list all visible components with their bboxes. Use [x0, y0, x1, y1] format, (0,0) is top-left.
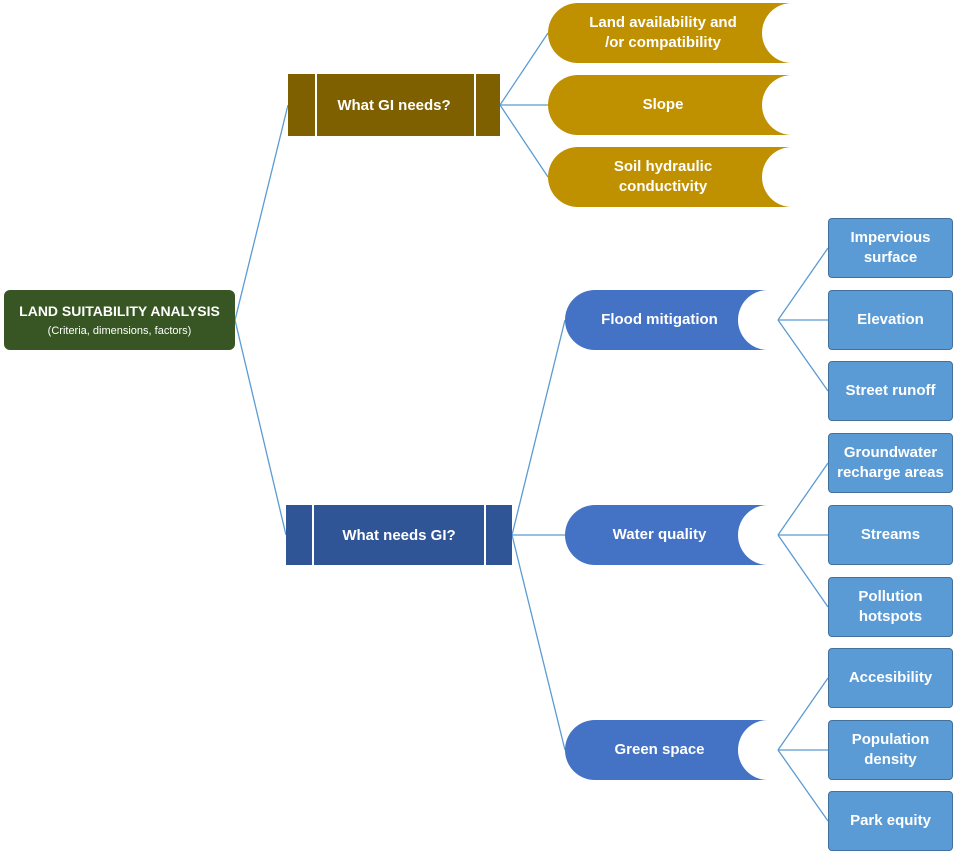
connector	[777, 749, 829, 822]
pill-shape	[565, 505, 768, 565]
factor-pollution-hotspots: Pollution hotspots	[828, 577, 953, 637]
factor-population-density: Population density	[828, 720, 953, 780]
pill-shape	[548, 75, 792, 135]
factor-park-equity: Park equity	[828, 791, 953, 851]
factor-label: Park equity	[850, 812, 931, 829]
connector	[511, 319, 566, 536]
connector	[777, 534, 829, 608]
branch-what-gi-needs: What GI needs?	[288, 74, 500, 136]
connector	[234, 319, 287, 536]
root-title: LAND SUITABILITY ANALYSIS	[19, 303, 220, 319]
criterion-label: Land availability and /or compatibility	[589, 14, 737, 51]
branch-label: What needs GI?	[342, 526, 456, 544]
branch-what-needs-gi: What needs GI?	[286, 505, 512, 565]
process-bar-left	[312, 505, 314, 565]
criterion-water-quality: Water quality	[565, 505, 768, 565]
pill-shape	[565, 290, 768, 350]
factor-label: Street runoff	[845, 382, 936, 399]
pill-shape	[565, 720, 768, 780]
process-bar-right	[474, 74, 476, 136]
process-bar-right	[484, 505, 486, 565]
pill-shape	[548, 147, 792, 207]
factor-label: Streams	[860, 526, 921, 543]
connector	[777, 462, 829, 536]
factor-elevation: Elevation	[828, 290, 953, 350]
criterion-land-availability: Land availability and /or compatibility	[548, 3, 792, 63]
factor-label: Pollution hotspots	[858, 588, 923, 625]
process-bar-left	[315, 74, 317, 136]
root-subtitle: (Criteria, dimensions, factors)	[47, 325, 192, 337]
criterion-slope: Slope	[548, 75, 792, 135]
pill-shape	[548, 3, 792, 63]
root-node: LAND SUITABILITY ANALYSIS (Criteria, dim…	[4, 290, 235, 350]
connector	[234, 104, 289, 321]
criterion-label: Green space	[614, 741, 705, 758]
factor-groundwater-recharge-areas: Groundwater recharge areas	[828, 433, 953, 493]
factor-label: Population density	[851, 731, 930, 768]
factor-label: Impervious surface	[850, 229, 931, 266]
criterion-label: Water quality	[612, 526, 707, 543]
factor-streams: Streams	[828, 505, 953, 565]
connector	[499, 104, 549, 178]
branch-label: What GI needs?	[337, 96, 451, 114]
connector	[777, 247, 829, 321]
factor-impervious-surface: Impervious surface	[828, 218, 953, 278]
criterion-label: Soil hydraulic conductivity	[613, 158, 713, 195]
connector	[511, 534, 566, 751]
factor-label: Accesibility	[848, 669, 933, 686]
factor-label: Groundwater recharge areas	[837, 444, 944, 481]
criterion-flood-mitigation: Flood mitigation	[565, 290, 768, 350]
criterion-label: Flood mitigation	[601, 311, 718, 328]
connector	[777, 677, 829, 751]
criterion-green-space: Green space	[565, 720, 768, 780]
criterion-soil-hydraulic-conductivity: Soil hydraulic conductivity	[548, 147, 792, 207]
connector	[777, 319, 829, 392]
factor-label: Elevation	[857, 311, 924, 328]
connector	[499, 32, 549, 106]
factor-accesibility: Accesibility	[828, 648, 953, 708]
criterion-label: Slope	[642, 96, 684, 113]
factor-street-runoff: Street runoff	[828, 361, 953, 421]
